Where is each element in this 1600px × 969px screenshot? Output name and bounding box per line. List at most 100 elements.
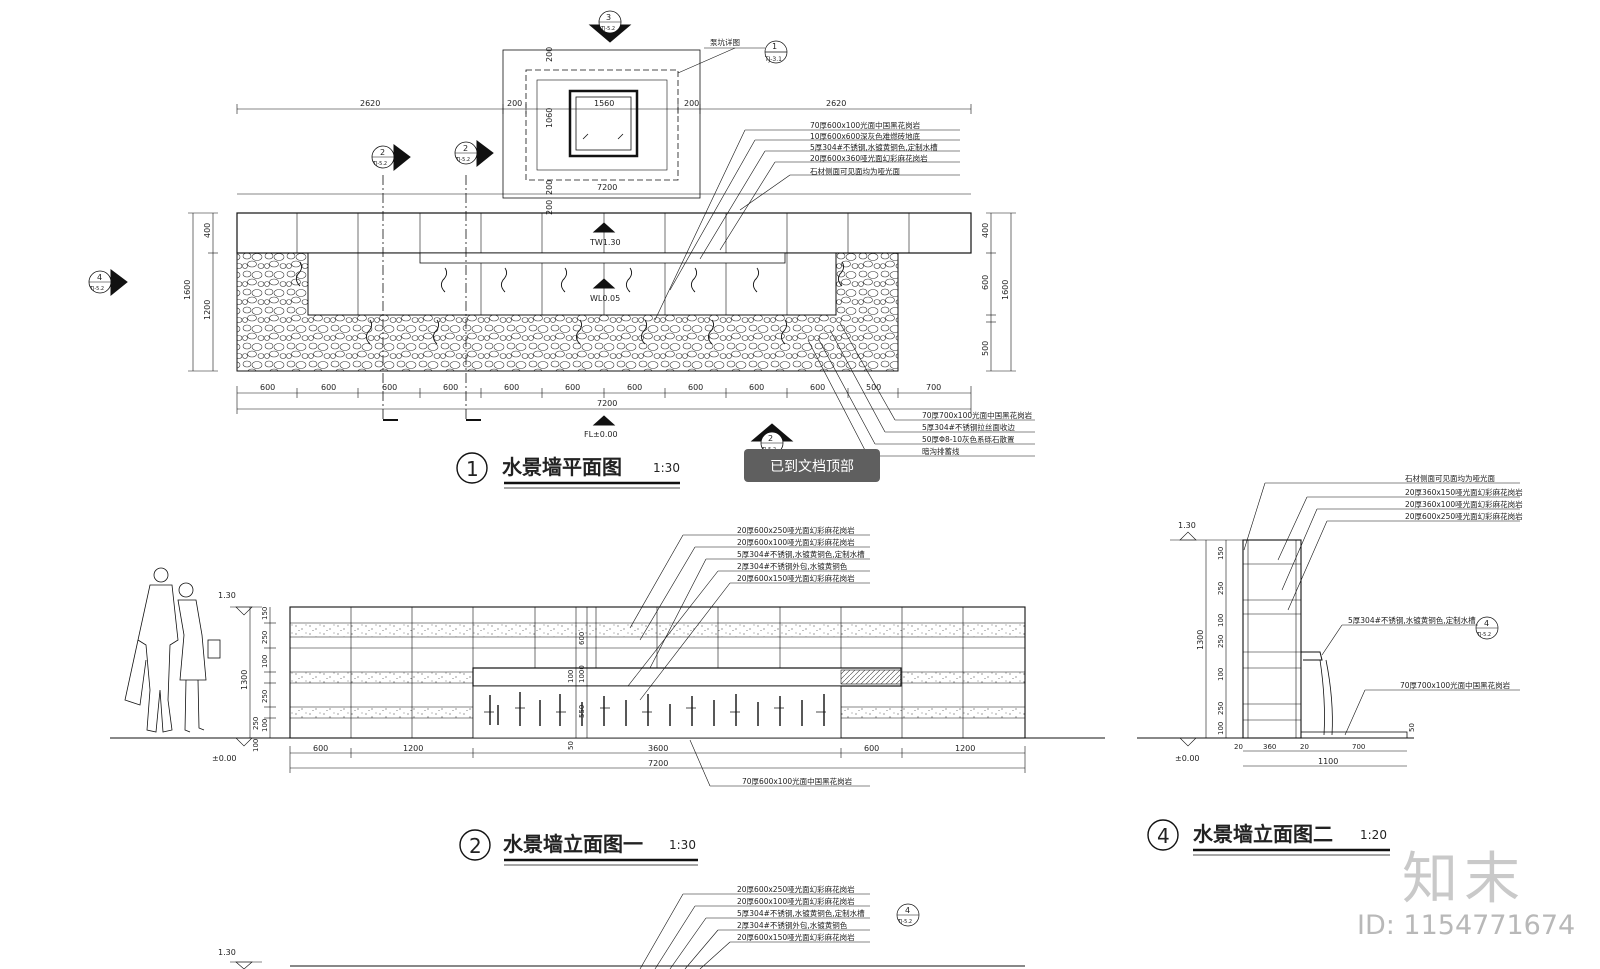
plan-level-wl: WL0.05 bbox=[590, 294, 620, 303]
elev2-left-dim: 100 bbox=[1217, 668, 1225, 681]
pump-dim-200-bottom: 200 bbox=[545, 180, 554, 195]
plan-dim-1600-left: 1600 bbox=[183, 280, 192, 300]
pump-dim-200-top: 200 bbox=[545, 47, 554, 62]
section-mark-number: 3 bbox=[606, 13, 611, 22]
elev2-base-note: 70厚700x100光面中国黑花岗岩 bbox=[1400, 680, 1511, 690]
plan-dim-200-left: 200 bbox=[507, 99, 522, 108]
plan-dim-2620-right: 2620 bbox=[826, 99, 846, 108]
elev1-note: 20厚600x150哑光面幻彩麻花岗岩 bbox=[737, 573, 855, 583]
elev2-level-bottom: ±0.00 bbox=[1175, 754, 1200, 763]
elev1-left-dim: 250 bbox=[261, 690, 269, 703]
elev1-left-dim: 100 bbox=[261, 719, 269, 732]
pump-label: 泵坑详图 bbox=[710, 37, 740, 47]
elev3-level-mark bbox=[235, 961, 253, 969]
elev1-mid-dim: 100 bbox=[567, 670, 575, 683]
elev1-height-total: 1300 bbox=[240, 670, 249, 690]
elev1-mid-dim: 1000 bbox=[578, 665, 586, 683]
elev1-level-bottom-mark bbox=[235, 737, 253, 747]
elev2-note: 20厚360x100哑光面幻彩麻花岗岩 bbox=[1405, 499, 1523, 509]
elev1-water-strokes bbox=[484, 692, 826, 726]
elev1-leaders bbox=[627, 534, 870, 787]
elev2-note: 20厚360x150哑光面幻彩麻花岗岩 bbox=[1405, 487, 1523, 497]
elev2-bottom-dim: 700 bbox=[1352, 743, 1365, 751]
elev2-bottom-dim: 20 bbox=[1300, 743, 1309, 751]
elev1-note: 2厚304#不锈钢外包,水镀黄铜色 bbox=[737, 561, 848, 571]
elev3-note: 2厚304#不锈钢外包,水镀黄铜色 bbox=[737, 920, 848, 930]
plan-coping-joints bbox=[296, 213, 910, 253]
section-mark-3: 3 TJ-5.2 bbox=[588, 10, 632, 43]
scale-figures bbox=[124, 567, 221, 733]
elev2-base bbox=[1300, 731, 1408, 739]
plan-note-top: 20厚600x360哑光面幻彩麻花岗岩 bbox=[810, 153, 928, 163]
pump-dim-200-wall: 200 bbox=[545, 200, 554, 215]
back-to-top-toast[interactable]: 已到文档顶部 bbox=[744, 449, 880, 482]
plan-note-bottom: 暗沟排蓄线 bbox=[922, 446, 960, 456]
elev2-left-dim: 150 bbox=[1217, 547, 1225, 560]
elev2-bottom-dim: 360 bbox=[1263, 743, 1276, 751]
plan-bottom-dim: 700 bbox=[926, 383, 941, 392]
elev1-bottom-dim: 3600 bbox=[648, 744, 668, 753]
plan-dim-200-right: 200 bbox=[684, 99, 699, 108]
pump-ref-sheet: TJ-3.1 bbox=[764, 56, 782, 63]
plan-bottom-dim: 600 bbox=[749, 383, 764, 392]
elev2-steel-note: 5厚304#不锈钢,水镀黄铜色,定制水槽 bbox=[1348, 615, 1476, 625]
section-mark-2b: 2 TJ-5.2 bbox=[454, 140, 494, 168]
elevation-2: 1.30 ±0.00 1300 150 250 100 250 100 250 … bbox=[1137, 473, 1523, 856]
elev3-leaders bbox=[639, 893, 870, 969]
plan-dim-400-left: 400 bbox=[203, 223, 212, 238]
elev2-water-fall bbox=[1319, 659, 1325, 736]
section-mark-sheet: TJ-5.2 bbox=[89, 286, 104, 292]
plan-dim-1560: 1560 bbox=[594, 99, 614, 108]
elev2-title-scale: 1:20 bbox=[1360, 828, 1387, 842]
plan-title-circle bbox=[456, 452, 488, 484]
plan-bottom-dim: 600 bbox=[260, 383, 275, 392]
plan-overall-dim: 7200 bbox=[597, 183, 617, 192]
plan-title-number: 1 bbox=[466, 457, 479, 481]
elevation-1: 1.30 ±0.00 1300 150 250 100 250 100 250 … bbox=[110, 525, 1105, 866]
elev2-level-top: 1.30 bbox=[1178, 521, 1196, 530]
elev2-left-dim: 100 bbox=[1217, 722, 1225, 735]
elev1-steel-trough bbox=[472, 667, 902, 687]
plan-note-bottom: 5厚304#不锈钢拉丝面收边 bbox=[922, 422, 1015, 432]
plan-bottom-dim: 600 bbox=[688, 383, 703, 392]
plan-dim-2620-left: 2620 bbox=[360, 99, 380, 108]
pump-leader bbox=[677, 47, 736, 74]
plan-bottom-leaders bbox=[807, 322, 1035, 457]
plan-dim-500-right: 500 bbox=[981, 341, 990, 356]
plan-note-bottom: 50厚Φ8-10灰色系砾石散置 bbox=[922, 434, 1015, 444]
elev2-level-top-mark bbox=[1179, 531, 1197, 541]
elevation-3-partial: 20厚600x250哑光面幻彩麻花岗岩 20厚600x100哑光面幻彩麻花岗岩 … bbox=[218, 884, 1025, 969]
pump-dim-1060: 1060 bbox=[545, 108, 554, 128]
elev1-left-dim: 250 bbox=[261, 631, 269, 644]
elev2-left-dim: 250 bbox=[1217, 582, 1225, 595]
elev2-title: 水景墙立面图二 bbox=[1193, 822, 1333, 846]
elev1-mid-dim: 550 bbox=[578, 705, 586, 718]
elev1-title-circle bbox=[459, 829, 491, 861]
section-mark-number: 4 bbox=[97, 273, 102, 282]
elev2-title-circle bbox=[1147, 819, 1179, 851]
elev2-left-dim: 250 bbox=[1217, 635, 1225, 648]
section-mark-number: 2 bbox=[463, 144, 468, 153]
elev1-left-dim: 150 bbox=[261, 607, 269, 620]
elev1-overall-dim: 7200 bbox=[648, 759, 668, 768]
plan-dim-400-right: 400 bbox=[981, 223, 990, 238]
plan-level-fl: FL±0.00 bbox=[584, 430, 618, 439]
plan-steel-trough bbox=[419, 252, 786, 264]
plan-water-jets bbox=[295, 261, 845, 345]
plan-right-dims bbox=[986, 212, 1016, 372]
elev1-bottom-dim: 600 bbox=[864, 744, 879, 753]
elev1-bottom-dim: 600 bbox=[313, 744, 328, 753]
section-mark-2a: 2 TJ-5.2 bbox=[371, 144, 411, 172]
elev3-level-top: 1.30 bbox=[218, 948, 236, 957]
elev2-note: 石材侧面可见面均为哑光面 bbox=[1405, 473, 1495, 483]
level-mark-tw bbox=[592, 222, 616, 233]
plan-bottom-overall: 7200 bbox=[597, 399, 617, 408]
elev2-note: 20厚600x250哑光面幻彩麻花岗岩 bbox=[1405, 511, 1523, 521]
elev1-level-bottom: ±0.00 bbox=[212, 754, 237, 763]
elev3-ref-number: 4 bbox=[905, 906, 910, 915]
elev1-note: 20厚600x250哑光面幻彩麻花岗岩 bbox=[737, 525, 855, 535]
plan-dim-1600-right: 1600 bbox=[1001, 280, 1010, 300]
elev2-overall-dim: 1100 bbox=[1318, 757, 1338, 766]
level-mark-fl bbox=[592, 415, 616, 426]
elev2-wall-section bbox=[1242, 539, 1302, 739]
